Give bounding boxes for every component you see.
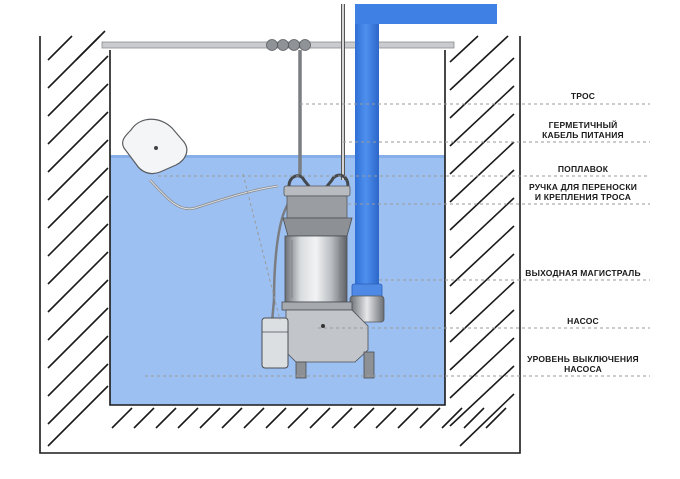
label-outlet: ВЫХОДНАЯ МАГИСТРАЛЬ [525, 268, 641, 278]
float-switch-lower [261, 317, 289, 369]
leader-lines [158, 103, 650, 329]
label-shutoff-line2: НАСОСА [564, 364, 602, 374]
label-handle-line2: И КРЕПЛЕНИЯ ТРОСА [535, 192, 631, 202]
pump [281, 173, 375, 379]
floor-hatching [111, 407, 507, 429]
outlet-pipe [349, 4, 497, 323]
float-switch [121, 118, 279, 211]
label-shutoff-line1: УРОВЕНЬ ВЫКЛЮЧЕНИЯ [527, 354, 639, 364]
left-wall-hatching [47, 30, 109, 447]
right-wall-hatching [449, 35, 515, 447]
label-power-cable-line1: ГЕРМЕТИЧНЫЙ [549, 119, 618, 130]
label-handle-line1: РУЧКА ДЛЯ ПЕРЕНОСКИ [529, 182, 637, 192]
water-surface [110, 155, 445, 158]
label-pump: НАСОС [567, 316, 599, 326]
label-float: ПОПЛАВОК [558, 164, 609, 174]
label-cable: ТРОС [571, 91, 595, 101]
pit-walls [39, 36, 521, 454]
labels: ТРОС ГЕРМЕТИЧНЫЙ КАБЕЛЬ ПИТАНИЯ ПОПЛАВОК… [525, 91, 641, 374]
cable-clamps [266, 39, 311, 51]
label-power-cable-line2: КАБЕЛЬ ПИТАНИЯ [542, 130, 624, 140]
